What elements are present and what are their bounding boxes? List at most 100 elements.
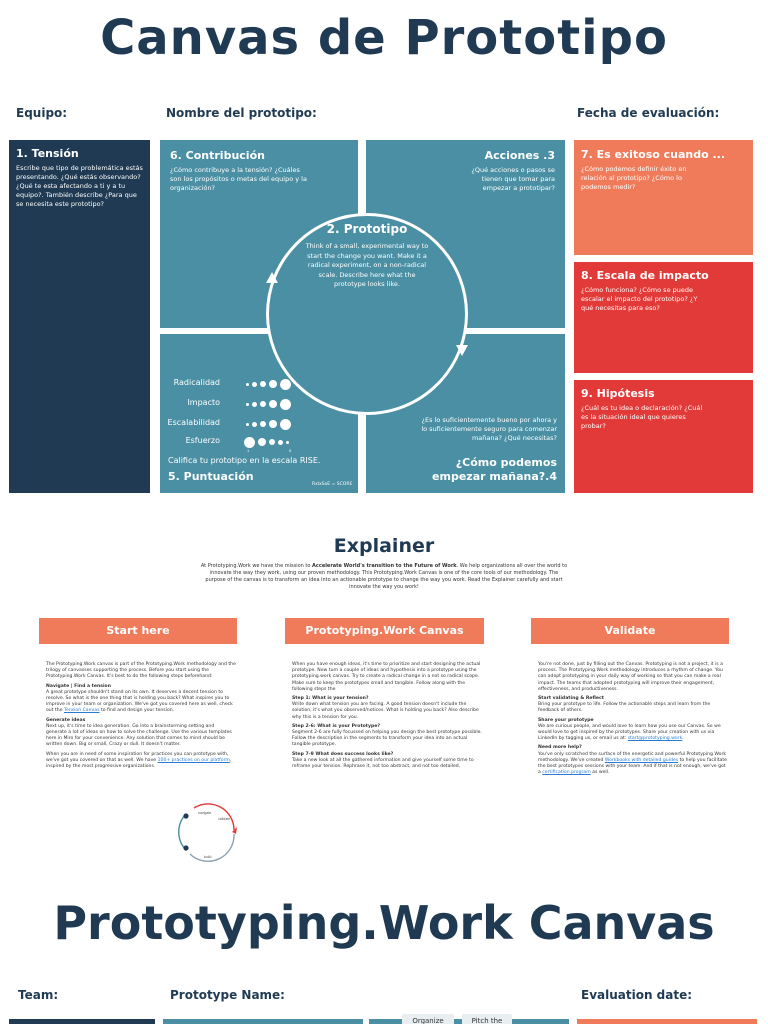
success-title: 7. Es exitoso cuando ...	[581, 148, 726, 161]
tension-text: Escribe que tipo de problemática estás p…	[16, 164, 143, 208]
step2-text: Segment 2-6 are fully focussed on helpin…	[292, 730, 482, 748]
scale-label-scalability: Escalabilidad	[167, 418, 220, 427]
page-title: Canvas de Prototipo	[100, 10, 668, 66]
step1-text: Write down what tension you are facing. …	[292, 702, 479, 720]
start-validating-text: Bring your prototype to life. Follow the…	[538, 702, 711, 714]
hypothesis-panel[interactable]: 9. Hipótesis ¿Cuál es tu idea o declarac…	[574, 380, 753, 493]
more-help-text-mid: to help you facilitate the best prototyp…	[538, 757, 727, 776]
navigate-text-after: to find and design your tension.	[99, 708, 175, 714]
rating-dots[interactable]	[246, 398, 291, 410]
cycle-label-navigate: navigate	[198, 811, 211, 815]
tension-panel-edge	[9, 1019, 155, 1024]
effort-tick-low: 1	[247, 448, 250, 453]
next-steps-title: ¿Cómo podemos empezar mañana?.4	[432, 456, 557, 483]
scale-row-effort: Esfuerzo	[160, 436, 300, 448]
intro-text-rest: . We help organizations all over the wor…	[205, 563, 568, 590]
canvas-intro-text: When you have enough ideas, it's time to…	[292, 662, 481, 692]
prototype-circle[interactable]	[266, 213, 468, 415]
impact-scale-panel[interactable]: 8. Escala de impacto ¿Cómo funciona? ¿Có…	[574, 262, 753, 373]
cycle-diagram: navigate validate build	[178, 803, 237, 862]
evaluation-date-label: Fecha de evaluación:	[577, 106, 720, 120]
start-here-header: Start here	[39, 618, 237, 644]
cycle-arc-navigate	[178, 813, 187, 851]
cycle-arc-build	[189, 833, 235, 862]
hypothesis-text: ¿Cuál es tu idea o declaración? ¿Cuál es…	[581, 404, 703, 430]
workbooks-link[interactable]: Workbooks with detailed guides	[604, 757, 679, 763]
share-paragraph: We are curious people, and would love to…	[538, 724, 728, 743]
cycle-node	[183, 813, 189, 819]
inspiration-text-after: , inspired by the most progressive organ…	[46, 757, 232, 770]
scale-row-impact: Impacto	[160, 398, 300, 410]
more-help-heading: Need more help?	[538, 745, 582, 751]
explainer-title: Explainer	[333, 535, 435, 557]
intro-text: At Prototyping.Work we have the mission …	[200, 563, 313, 569]
scale-label-radicality: Radicalidad	[173, 378, 220, 387]
tension-panel[interactable]: 1. Tensión Escribe que tipo de problemát…	[9, 140, 150, 493]
impact-scale-text: ¿Cómo funciona? ¿Cómo se puede escalar e…	[581, 286, 698, 312]
tension-title: 1. Tensión	[16, 147, 79, 160]
scale-label-effort: Esfuerzo	[185, 436, 220, 445]
evaluation-date-label-en: Evaluation date:	[581, 988, 693, 1002]
rating-dots[interactable]	[244, 436, 289, 448]
canvas-header: Prototyping.Work Canvas	[285, 618, 484, 644]
team-label-en: Team:	[18, 988, 59, 1002]
score-instruction: Califica tu prototipo en la escala RISE.	[168, 456, 321, 465]
contribution-text: ¿Cómo contribuye a la tensión? ¿Cuáles s…	[170, 166, 307, 192]
navigate-paragraph: A great prototype shouldn't stand on its…	[46, 690, 236, 715]
email-link[interactable]: start@prototyping.work	[627, 736, 683, 742]
step2-heading: Step 2-6: What is your Prototype?	[292, 723, 381, 729]
contribution-title: 6. Contribución	[170, 149, 265, 162]
canvas-body: When you have enough ideas, it's time to…	[292, 662, 482, 772]
score-formula: RxIxSxE = SCORE	[312, 482, 353, 487]
explainer-intro: At Prototyping.Work we have the mission …	[200, 563, 568, 591]
contribution-panel-edge	[163, 1019, 363, 1024]
prototype-text: Think of a small, experimental way to st…	[305, 242, 429, 288]
tension-canvas-link[interactable]: Tension Canvas	[63, 708, 100, 714]
scale-label-impact: Impacto	[187, 398, 220, 407]
actions-text: ¿Qué acciones o pasos se tienen que toma…	[471, 166, 555, 192]
step7-heading: Step 7-9 What does success looks like?	[292, 751, 394, 757]
intro-mission: Accelerate World's transition to the Fut…	[312, 563, 457, 569]
step7-text: Take a new look at all the gathered info…	[292, 757, 474, 770]
actions-title: Acciones .3	[484, 149, 555, 162]
navigate-text: A great prototype shouldn't stand on its…	[46, 689, 233, 714]
rating-dots[interactable]	[246, 378, 291, 390]
start-here-body: The Prototyping.Work canvas is part of t…	[46, 662, 236, 772]
success-text: ¿Cómo podemos definir éxito en relación …	[581, 165, 687, 191]
start-validating-heading: Start validating & Reflect	[538, 696, 604, 702]
step1-heading: Step 1: What is your tension?	[292, 696, 369, 702]
success-panel[interactable]: 7. Es exitoso cuando ... ¿Cómo podemos d…	[574, 140, 753, 255]
share-heading: Share your prototype	[538, 717, 594, 723]
hypothesis-title: 9. Hipótesis	[581, 387, 655, 400]
rating-dots[interactable]	[246, 418, 291, 430]
scale-row-radicality: Radicalidad	[160, 378, 300, 390]
prototype-name-label-en: Prototype Name:	[170, 988, 285, 1002]
cycle-label-validate: validate	[218, 817, 230, 821]
cycle-arc-validate	[193, 803, 235, 831]
practices-link[interactable]: 100+ practices on our platform	[157, 757, 230, 763]
inspiration-paragraph: When you are in need of some inspiration…	[46, 752, 236, 771]
generate-ideas-heading: Generate ideas	[46, 717, 86, 723]
arrow-down-icon	[456, 345, 468, 356]
organize-sticky[interactable]: Organize	[402, 1014, 454, 1024]
team-label: Equipo:	[16, 106, 68, 120]
prototype-name-label: Nombre del prototipo:	[166, 106, 317, 120]
effort-tick-high: 5	[289, 448, 292, 453]
navigate-heading: Navigate | Find a tension	[46, 683, 111, 689]
share-text: We are curious people, and would love to…	[538, 723, 721, 742]
scale-row-scalability: Escalabilidad	[160, 418, 300, 430]
validate-intro-text: You're not done, just by filling out the…	[538, 662, 723, 692]
arrow-up-icon	[266, 272, 278, 283]
score-title: 5. Puntuación	[168, 470, 254, 483]
share-text-after: .	[682, 736, 684, 742]
validate-header: Validate	[531, 618, 729, 644]
cycle-node	[183, 845, 189, 851]
impact-scale-title: 8. Escala de impacto	[581, 269, 709, 282]
certification-link[interactable]: certification program	[542, 770, 591, 776]
english-canvas-title: Prototyping.Work Canvas	[53, 896, 715, 950]
next-steps-text: ¿Es lo suficientemente bueno por ahora y…	[421, 416, 557, 442]
pitch-sticky[interactable]: Pitch the	[462, 1014, 512, 1024]
inspiration-text: When you are in need of some inspiration…	[46, 751, 229, 763]
start-here-paragraph: The Prototyping.Work canvas is part of t…	[46, 662, 236, 680]
success-panel-edge	[577, 1019, 757, 1024]
